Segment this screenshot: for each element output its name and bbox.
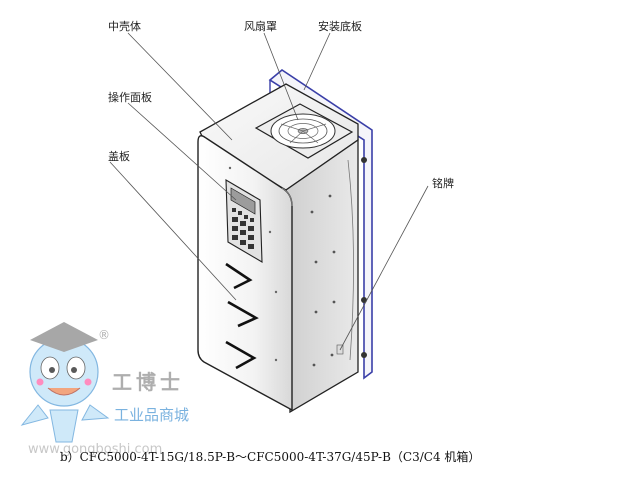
leader-lines xyxy=(109,32,429,351)
label-operation-panel: 操作面板 xyxy=(108,91,152,104)
side-face xyxy=(285,138,359,414)
leader-cover-plate xyxy=(109,161,237,301)
fan-cover xyxy=(254,103,354,159)
watermark-brand: 工博士 xyxy=(112,370,184,394)
leader-operation-panel xyxy=(127,102,237,201)
leader-middle-shell xyxy=(127,32,233,141)
mascot-logo xyxy=(20,322,110,443)
leader-fan-cover xyxy=(263,32,299,121)
leader-nameplate xyxy=(339,185,429,351)
label-fan-cover: 风扇罩 xyxy=(244,20,277,33)
leader-mounting-plate xyxy=(303,32,331,91)
front-face xyxy=(197,135,293,412)
figure-caption: b）CFC5000-4T-15G/18.5P-B～CFC5000-4T-37G/… xyxy=(60,450,481,464)
watermark-registered: ® xyxy=(98,328,110,342)
watermark-url: www.gongboshi.com xyxy=(28,442,163,457)
label-mounting-plate: 安装底板 xyxy=(318,20,362,33)
vent-slots xyxy=(225,262,259,370)
mounting-plate xyxy=(268,69,373,380)
label-middle-shell: 中壳体 xyxy=(108,20,141,33)
watermark-subtitle: 工业品商城 xyxy=(114,406,190,424)
operation-panel xyxy=(225,179,263,263)
label-cover-plate: 盖板 xyxy=(108,150,130,163)
label-nameplate: 铭牌 xyxy=(432,177,454,190)
